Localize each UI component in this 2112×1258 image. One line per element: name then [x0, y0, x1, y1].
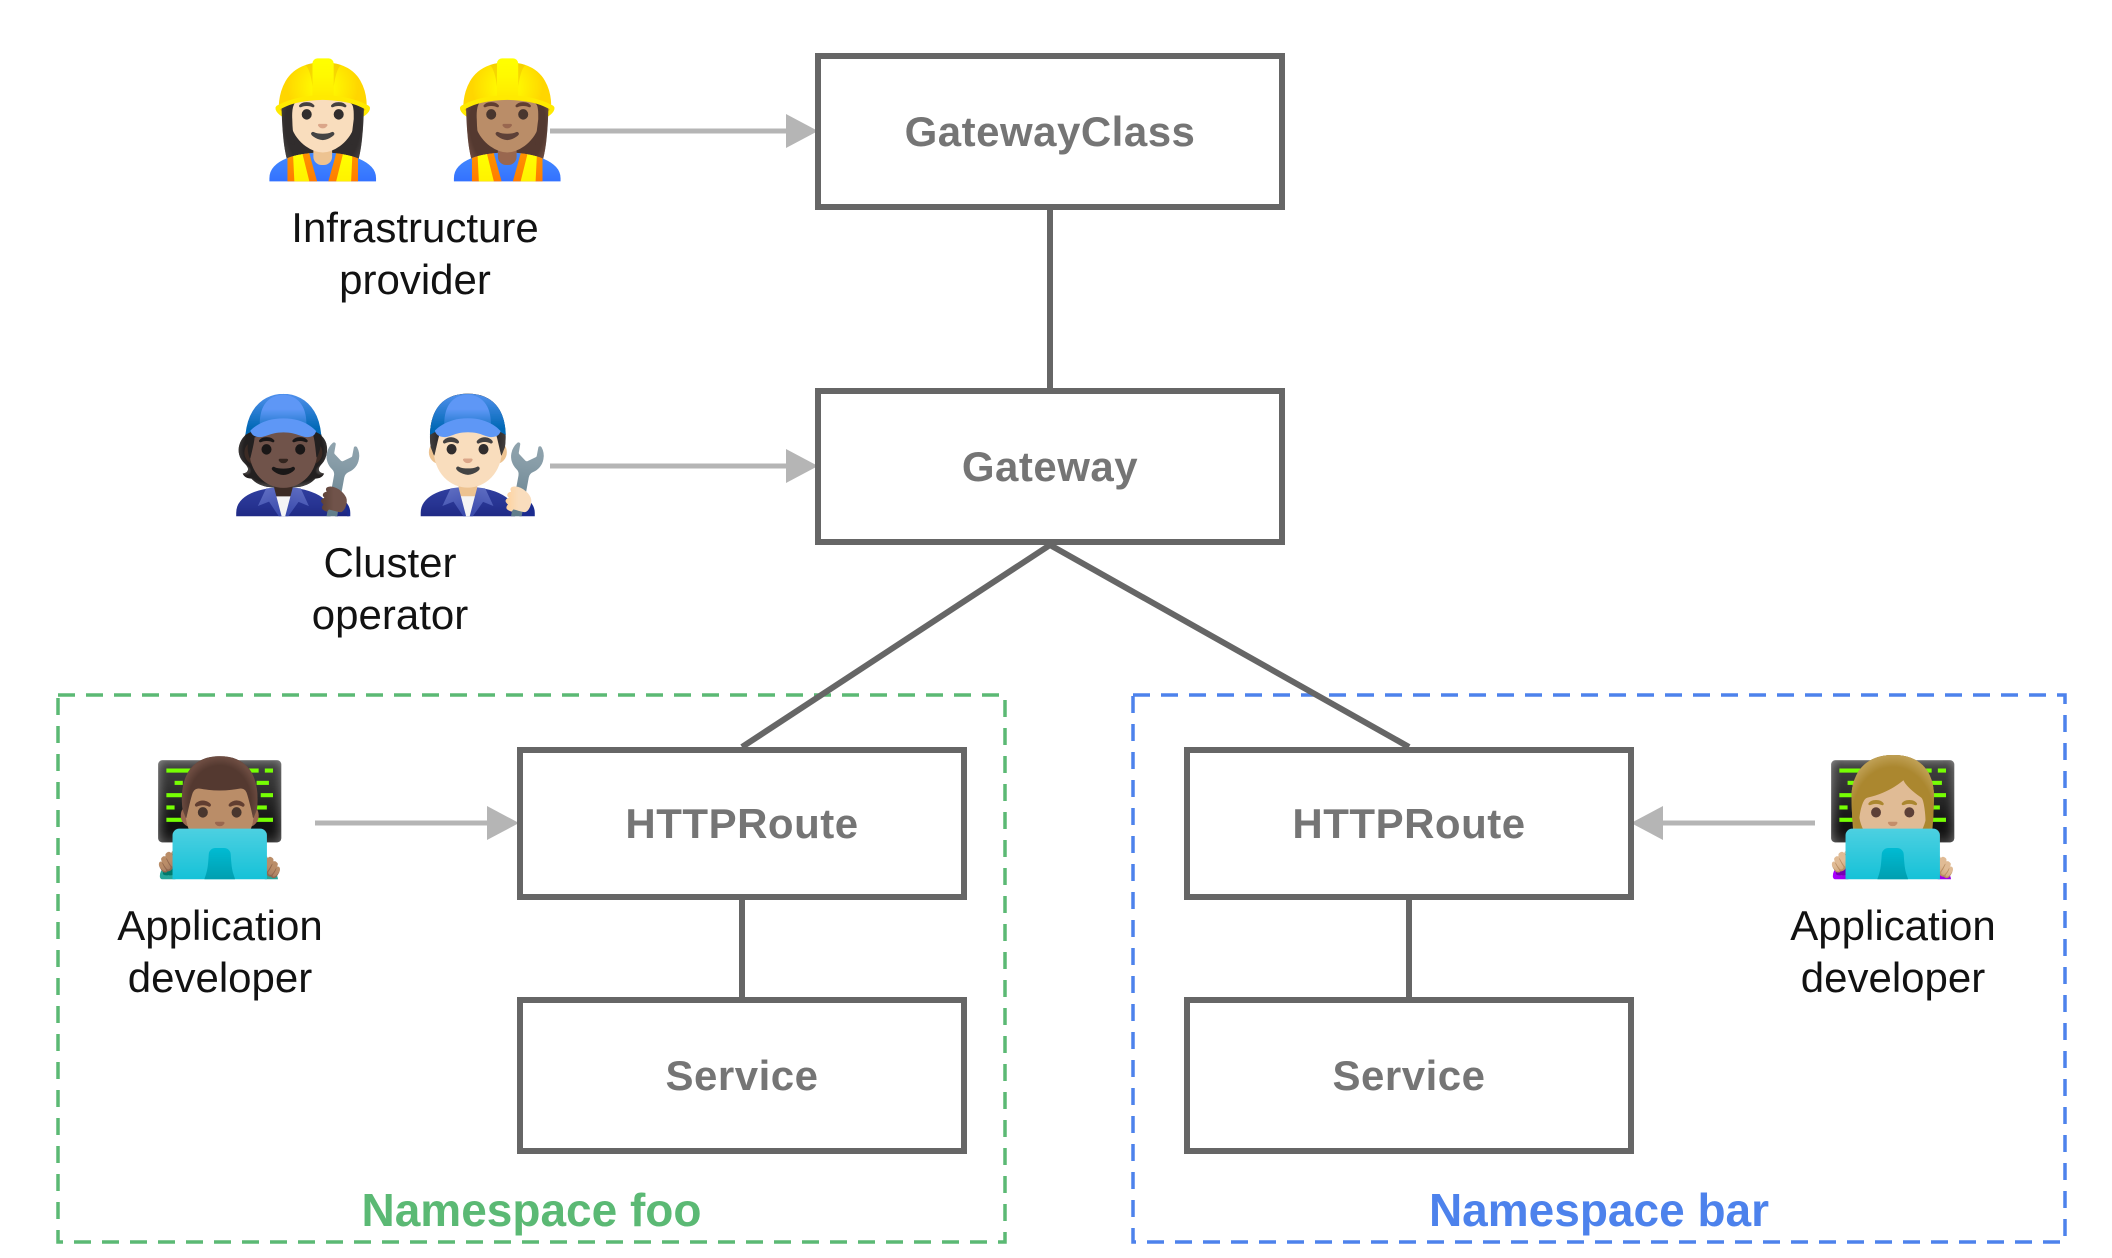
persona-label: Application developer: [1693, 900, 2093, 1004]
persona-label-line2: developer: [1800, 954, 1986, 1001]
edge-gateway-httproute-bar: [1048, 542, 1411, 750]
persona-emoji-row: 🧑🏿‍🔧 👨🏻‍🔧: [140, 385, 640, 525]
node-gateway: Gateway: [815, 388, 1285, 545]
arrow-dev-to-httproute-bar: [1631, 806, 1815, 840]
arrowhead-icon: [487, 806, 519, 840]
persona-label-line1: Infrastructure: [291, 204, 539, 251]
node-service-foo: Service: [517, 997, 967, 1154]
node-gatewayclass: GatewayClass: [815, 53, 1285, 210]
arrow-infra-to-gatewayclass: [550, 114, 818, 148]
persona-label-line1: Cluster: [323, 539, 457, 586]
arrowhead-icon: [786, 114, 818, 148]
persona-label-line2: operator: [311, 591, 469, 638]
persona-application-developer-foo: 👨🏽‍💻 Application developer: [20, 748, 420, 1004]
namespace-bar-boundary: [1131, 693, 2067, 1244]
persona-label: Application developer: [20, 900, 420, 1004]
arrowhead-icon: [786, 449, 818, 483]
namespace-foo-boundary: [56, 693, 1007, 1244]
persona-emoji-row: 👨🏽‍💻: [20, 748, 420, 888]
mechanic-dark-icon: 🧑🏿‍🔧: [227, 392, 368, 517]
persona-emoji-row: 👩🏼‍💻: [1693, 748, 2093, 888]
node-service-bar: Service: [1184, 997, 1634, 1154]
persona-label: Cluster operator: [140, 537, 640, 641]
man-technologist-icon: 👨🏽‍💻: [150, 755, 290, 880]
persona-label-line2: provider: [339, 256, 491, 303]
namespace-foo-label: Namespace foo: [361, 1184, 702, 1236]
node-gateway-label: Gateway: [961, 442, 1139, 490]
persona-label-line1: Application: [117, 902, 323, 949]
node-gatewayclass-label: GatewayClass: [904, 107, 1196, 155]
persona-application-developer-bar: 👩🏼‍💻 Application developer: [1693, 748, 2093, 1004]
persona-emoji-row: 👷🏻‍♀️ 👷🏽‍♀️: [165, 50, 665, 190]
arrow-cluster-to-gateway: [550, 449, 818, 483]
arrowhead-icon: [1631, 806, 1663, 840]
persona-infrastructure-provider: 👷🏻‍♀️ 👷🏽‍♀️ Infrastructure provider: [165, 50, 665, 306]
woman-technologist-icon: 👩🏼‍💻: [1823, 755, 1963, 880]
node-service-bar-label: Service: [1332, 1051, 1486, 1099]
namespace-bar-label: Namespace bar: [1428, 1184, 1770, 1236]
node-httproute-foo: HTTPRoute: [517, 747, 967, 900]
woman-construction-worker-light-icon: 👷🏻‍♀️: [252, 57, 393, 182]
persona-label-line1: Application: [1790, 902, 1996, 949]
man-mechanic-light-icon: 👨🏻‍🔧: [412, 392, 553, 517]
woman-construction-worker-medium-icon: 👷🏽‍♀️: [437, 57, 578, 182]
persona-cluster-operator: 🧑🏿‍🔧 👨🏻‍🔧 Cluster operator: [140, 385, 640, 641]
node-httproute-bar-label: HTTPRoute: [1292, 799, 1526, 847]
edge-gateway-httproute-foo: [740, 542, 1052, 750]
node-httproute-foo-label: HTTPRoute: [625, 799, 859, 847]
arrow-dev-to-httproute-foo: [315, 806, 519, 840]
persona-label: Infrastructure provider: [165, 202, 665, 306]
node-httproute-bar: HTTPRoute: [1184, 747, 1634, 900]
node-service-foo-label: Service: [665, 1051, 819, 1099]
persona-label-line2: developer: [127, 954, 313, 1001]
